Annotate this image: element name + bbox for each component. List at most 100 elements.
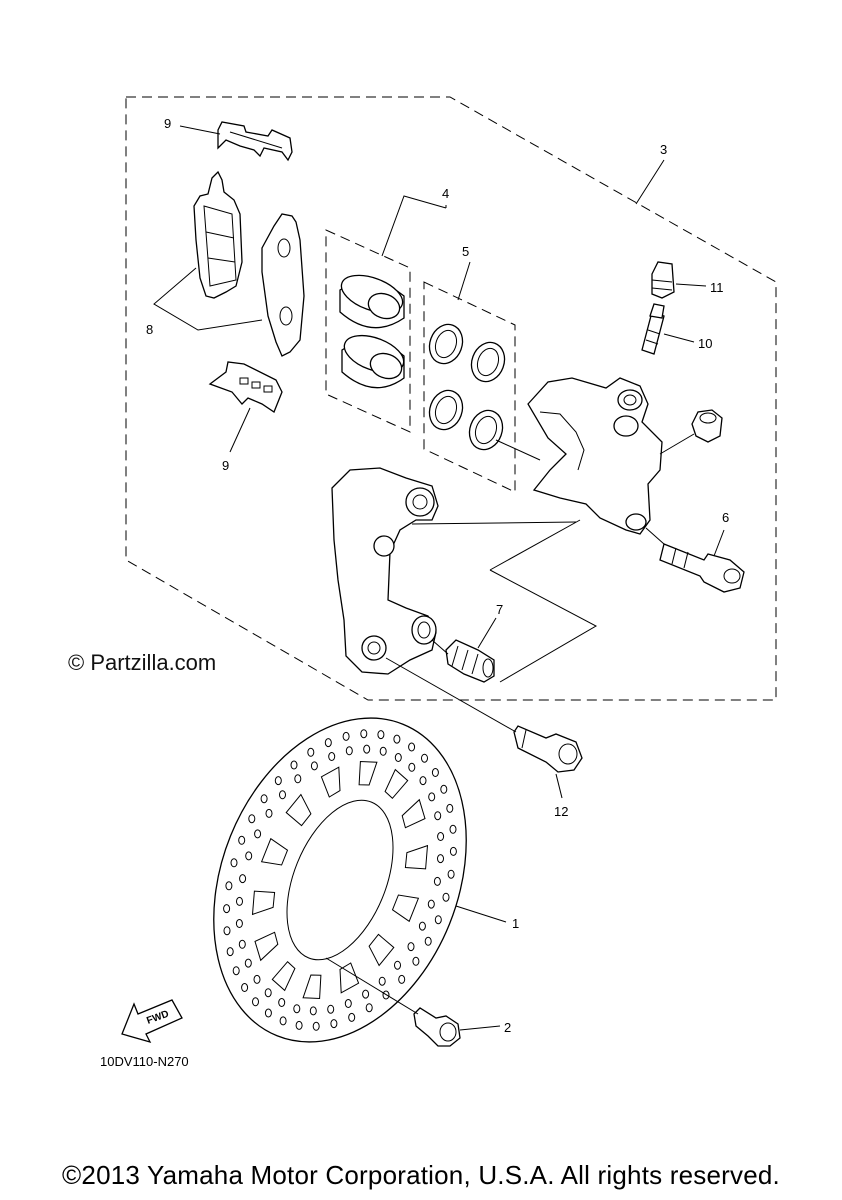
disc-hole <box>265 808 273 818</box>
disc-hole <box>345 746 353 756</box>
disc-hole <box>225 881 233 891</box>
disc-slot <box>358 760 378 786</box>
pad-spring-lower <box>208 361 283 413</box>
disc-hole <box>278 998 286 1007</box>
disc-hole <box>252 997 259 1007</box>
callout-10: 10 <box>698 336 712 351</box>
drawing-code: 10DV110-N270 <box>100 1054 189 1069</box>
disc-hole <box>307 747 315 757</box>
callout-leader-12 <box>555 773 563 799</box>
disc-hole <box>379 746 387 756</box>
callout-12: 12 <box>554 804 568 819</box>
pin-boot <box>445 639 495 683</box>
piston-seals <box>428 323 506 451</box>
disc-hole <box>394 960 401 970</box>
pad-spring-upper <box>217 121 293 162</box>
disc-slot <box>251 890 276 916</box>
disc-hole <box>412 956 420 966</box>
brake-pad-rear <box>261 213 305 357</box>
callout-3: 3 <box>660 142 667 157</box>
disc-hole <box>293 1004 301 1014</box>
disc-hole <box>260 794 268 804</box>
disc-hole <box>442 892 450 902</box>
disc-hole <box>428 792 436 802</box>
disc-slot <box>384 768 409 800</box>
disc-slot <box>368 933 395 967</box>
disc-hole <box>239 874 247 884</box>
disc-hole <box>434 915 442 925</box>
disc-hole <box>365 1003 373 1013</box>
disc-hole <box>230 858 238 868</box>
callout-leader-7 <box>477 617 497 649</box>
disc-hole <box>241 983 249 992</box>
fwd-arrow: FWD <box>121 999 183 1044</box>
callout-leader-3 <box>635 159 665 205</box>
disc-hole <box>290 760 298 770</box>
disc-hole <box>238 835 246 845</box>
disc-hole <box>437 854 444 864</box>
disc-hole <box>310 761 318 771</box>
bleed-screw-cap <box>651 261 675 299</box>
disc-hole <box>236 896 243 906</box>
piston-kit-outline <box>325 229 411 433</box>
callout-5: 5 <box>462 244 469 259</box>
disc-hole <box>264 1008 272 1018</box>
disc-hole <box>254 829 262 839</box>
disc-hole <box>274 776 282 786</box>
callout-8: 8 <box>146 322 153 337</box>
callout-leader-4 <box>381 195 447 257</box>
disc-slot <box>260 837 289 866</box>
disc-hole <box>348 1012 356 1022</box>
disc-hole <box>312 1021 320 1031</box>
caliper-pin <box>691 409 723 443</box>
copyright-notice: ©2013 Yamaha Motor Corporation, U.S.A. A… <box>62 1160 780 1190</box>
disc-hole <box>324 738 332 748</box>
disc-hole <box>446 803 454 813</box>
disc-hole <box>362 989 370 999</box>
disc-hole <box>294 774 302 784</box>
callout-leader-6 <box>713 529 725 557</box>
disc-slot <box>391 894 420 923</box>
callout-leader-10 <box>663 333 695 343</box>
disc-hole <box>342 731 350 741</box>
disc-hole <box>223 926 231 936</box>
disc-hole <box>431 768 439 777</box>
disc-slot <box>254 931 279 962</box>
disc-slot <box>404 844 429 870</box>
disc-slot <box>285 793 312 827</box>
disc-hole <box>295 1020 303 1030</box>
disc-hole <box>330 1019 338 1029</box>
disc-hole <box>382 990 390 1000</box>
callout-2: 2 <box>504 1020 511 1035</box>
disc-hole <box>238 939 246 949</box>
disc-hole <box>378 976 386 986</box>
disc-hole <box>398 974 406 984</box>
callout-9-upper: 9 <box>164 116 171 131</box>
callout-leader-9a <box>179 125 221 135</box>
bleed-screw <box>641 303 665 355</box>
brake-pad-front <box>193 170 243 299</box>
disc-hole <box>235 919 243 928</box>
disc-hole <box>248 814 256 824</box>
disc-slot <box>302 974 322 1000</box>
disc-hole <box>232 966 240 976</box>
disc-hole <box>394 753 402 762</box>
brake-disc <box>213 717 467 1043</box>
disc-hole <box>363 744 371 754</box>
disc-hole <box>433 876 441 886</box>
callout-leader-1 <box>455 905 507 923</box>
disc-hole <box>408 742 416 752</box>
disc-slot <box>320 766 341 798</box>
slide-pin <box>659 543 745 593</box>
disc-hole <box>264 988 272 998</box>
piston-upper <box>339 274 405 329</box>
callout-leader-5 <box>457 261 471 301</box>
callout-11: 11 <box>710 280 724 295</box>
disc-hole <box>245 851 253 861</box>
disc-hole <box>377 730 385 740</box>
caliper-bracket <box>331 467 439 675</box>
disc-hole <box>244 958 252 968</box>
disc-hole <box>279 1016 287 1026</box>
callout-4: 4 <box>442 186 449 201</box>
